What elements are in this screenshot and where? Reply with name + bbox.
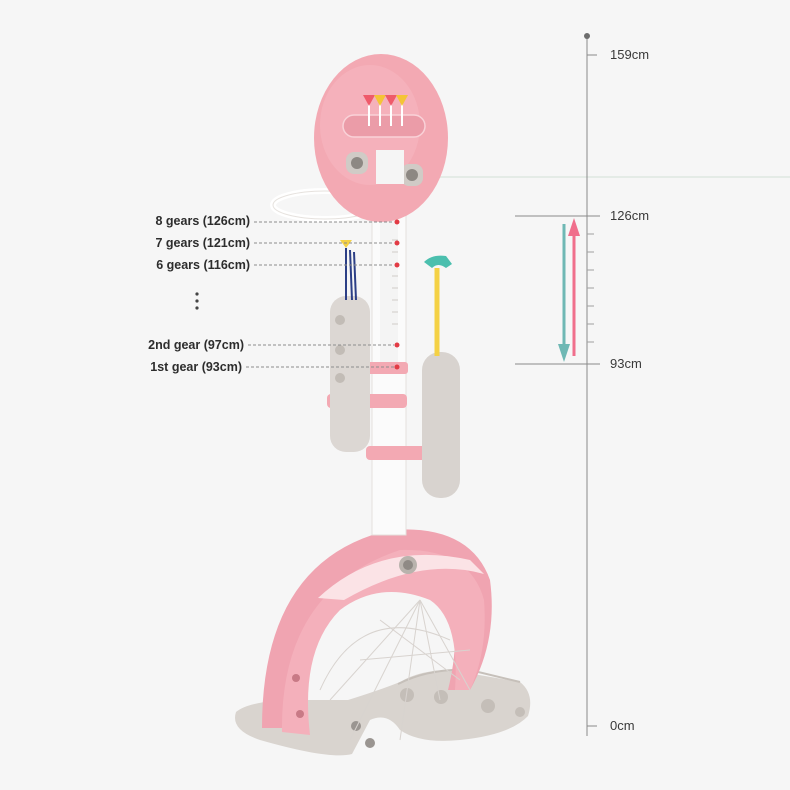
arch-rivet	[292, 674, 300, 682]
scale-label-lower: 93cm	[610, 356, 642, 371]
toy-stand	[235, 54, 531, 756]
gear-dot-8	[394, 219, 400, 225]
arrows-bundle	[345, 248, 357, 301]
arrow-down-icon	[558, 344, 570, 362]
gear-dot-7	[394, 240, 400, 246]
arch-rivet	[296, 710, 304, 718]
dart-icon	[396, 95, 408, 106]
wheel-spokes	[319, 599, 471, 741]
height-scale	[515, 33, 600, 736]
pole-cap	[376, 150, 404, 184]
minor-ticks	[587, 233, 594, 343]
darts	[363, 95, 408, 126]
arrow-up-icon	[568, 218, 580, 236]
gear-label-6: 6 gears (116cm)	[156, 258, 250, 272]
gear-dot-1	[394, 364, 400, 370]
pole-graduations	[392, 239, 398, 325]
backboard-knob-center	[351, 157, 363, 169]
quiver-button	[335, 345, 345, 355]
base-hole	[434, 690, 448, 704]
base-hole	[515, 707, 525, 717]
dart-icon	[374, 95, 386, 106]
dart-icon	[385, 95, 397, 106]
gear-dot-2	[394, 342, 400, 348]
scale-label-top: 159cm	[610, 47, 650, 62]
left-quiver	[330, 296, 370, 452]
gear-label-2: 2nd gear (97cm)	[148, 338, 244, 352]
gear-label-7: 7 gears (121cm)	[155, 236, 250, 250]
screw-icon	[365, 738, 375, 748]
scale-top-dot	[584, 33, 590, 39]
dart-rack	[342, 114, 426, 138]
scale-label-upper: 126cm	[610, 208, 650, 223]
base-hole	[400, 688, 414, 702]
gear-label-1: 1st gear (93cm)	[150, 360, 242, 374]
dart-icon	[363, 95, 375, 106]
arch-knob-center	[403, 560, 413, 570]
ellipsis-icon	[195, 292, 199, 310]
screw-icon	[351, 721, 361, 731]
right-holder	[422, 352, 460, 498]
gear-collar	[366, 362, 408, 374]
quiver-button	[335, 315, 345, 325]
arch-highlight	[318, 554, 484, 600]
golf-club-head-icon	[424, 255, 452, 268]
gear-leader-lines	[246, 221, 394, 368]
arrow-fletching-icon	[340, 240, 352, 248]
scale-label-bottom: 0cm	[610, 718, 635, 733]
backboard-knob-center	[406, 169, 418, 181]
base-hole	[481, 699, 495, 713]
gear-label-8: 8 gears (126cm)	[155, 214, 250, 228]
quiver-button	[335, 373, 345, 383]
gear-dot-6	[394, 262, 400, 268]
gear-dots	[394, 219, 400, 370]
